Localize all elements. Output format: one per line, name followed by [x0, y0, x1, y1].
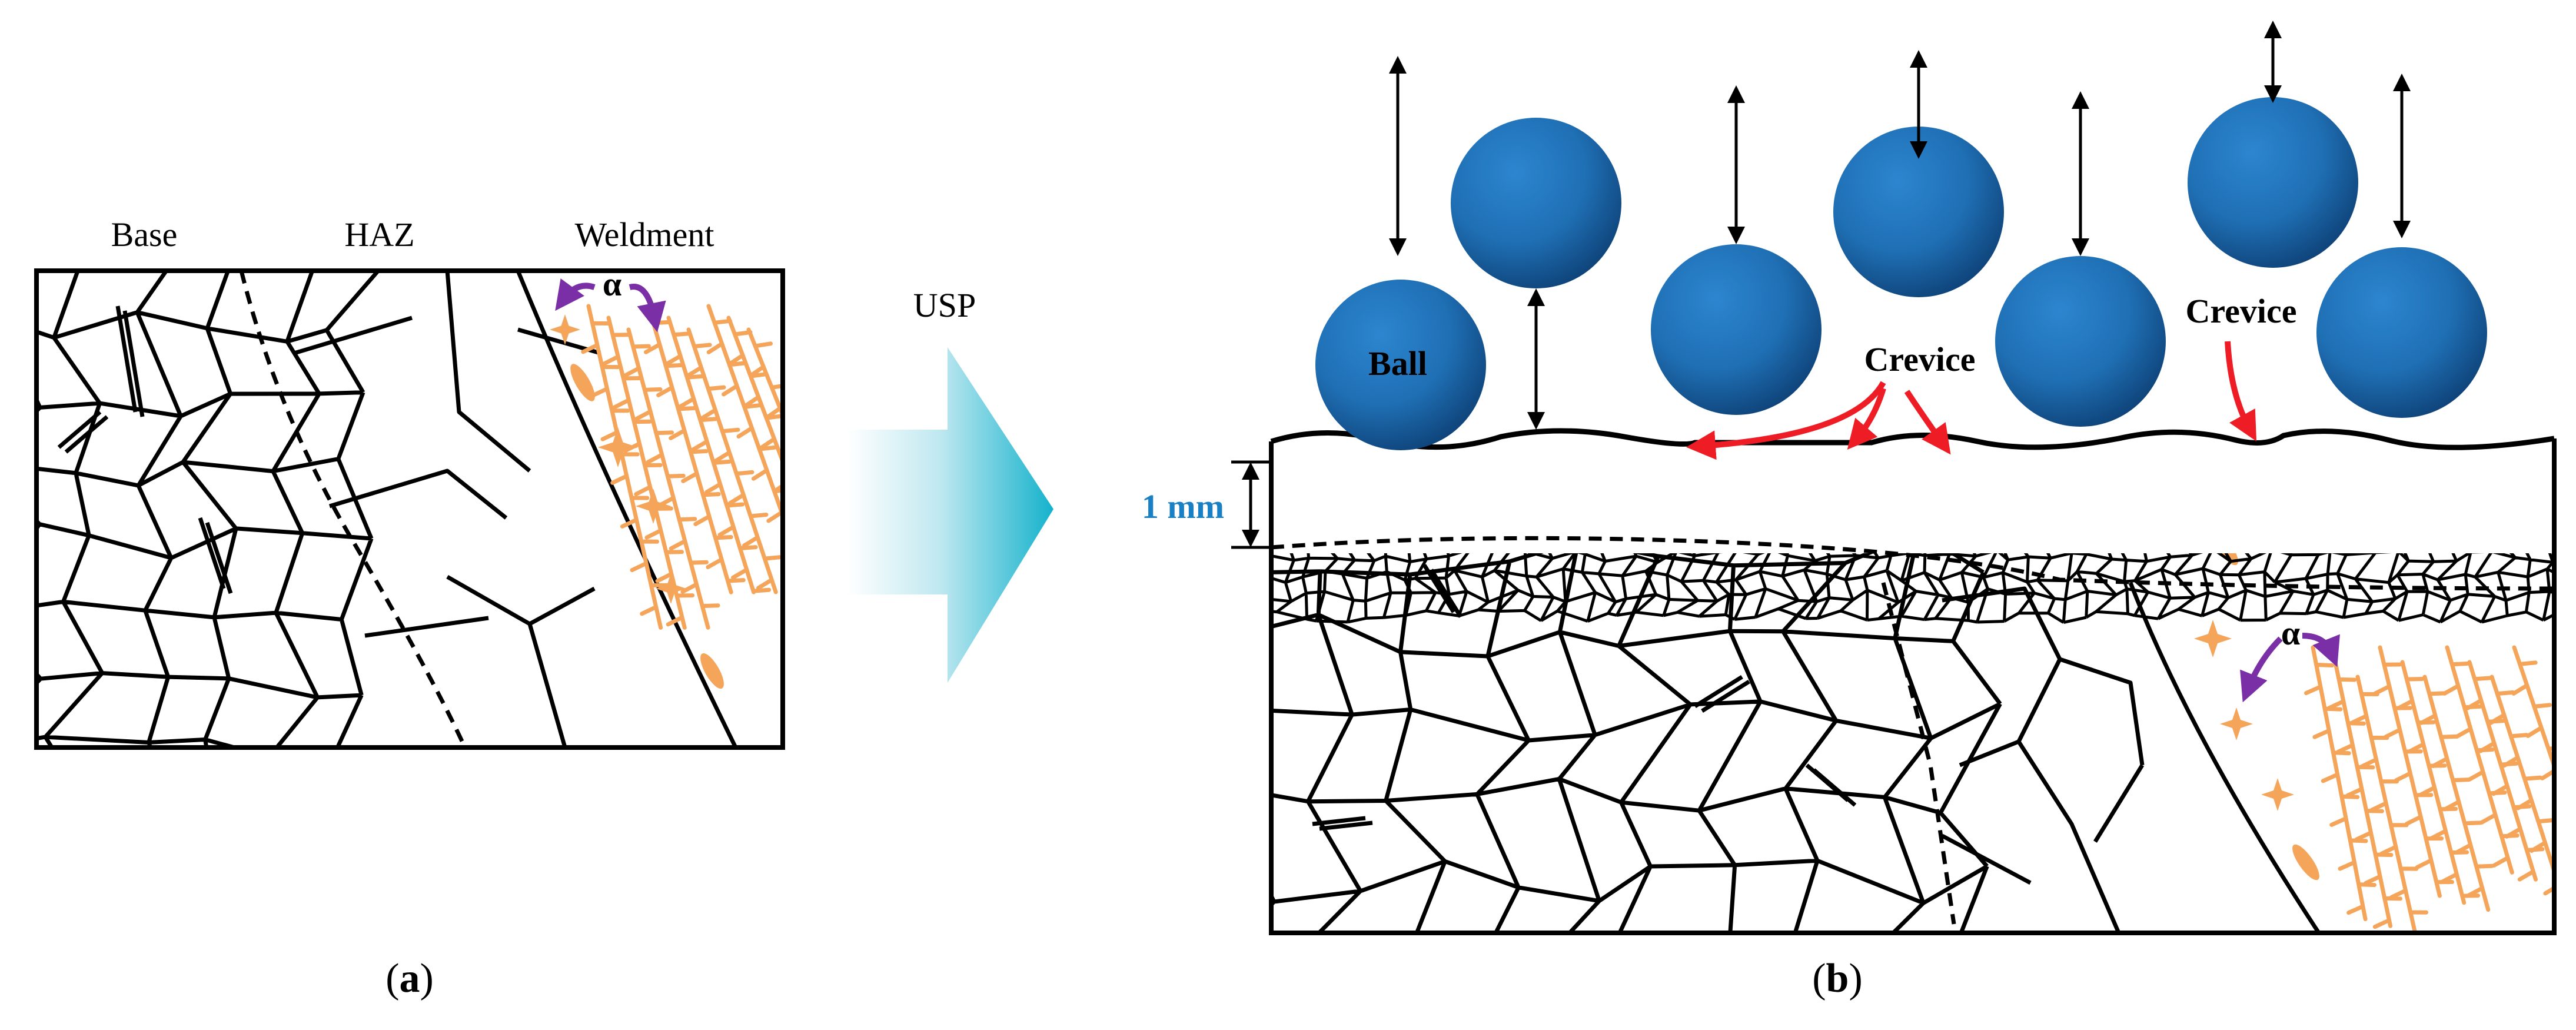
- dendrite: [2396, 660, 2480, 905]
- nano-grain: [1271, 553, 2554, 624]
- twin-line: [1319, 820, 1373, 831]
- caption-a: (a): [385, 956, 434, 1001]
- dendrite: [2511, 645, 2554, 780]
- shot-ball: [1315, 280, 1486, 450]
- caption-b: (b): [1812, 956, 1863, 1001]
- microstructure-b: [1271, 478, 2554, 933]
- crevice-arrow: [1904, 390, 1951, 455]
- layer-boundary: [1271, 536, 2555, 591]
- shot-ball: [1451, 118, 1621, 288]
- panel-b-frame: [1269, 438, 2557, 935]
- crevice-arrow: [1686, 381, 1886, 460]
- crevice-label-2: Crevice: [2186, 292, 2297, 330]
- dendrite: [2350, 675, 2428, 933]
- precipitate-leaf: [2211, 553, 2238, 566]
- twin-line: [57, 410, 102, 449]
- twin-line: [1701, 680, 1750, 713]
- twin-line: [1422, 564, 1455, 613]
- precipitate-leaf: [2292, 844, 2319, 881]
- dendrite-group-a: [550, 304, 783, 689]
- precipitate-star: [2194, 620, 2232, 657]
- dendrite: [664, 315, 772, 594]
- label-haz: HAZ: [344, 215, 414, 254]
- base-grain: [1271, 553, 2002, 933]
- twin-line: [198, 517, 226, 590]
- shot-ball: [1651, 244, 1822, 415]
- haz-boundary-a: [239, 271, 467, 747]
- shot-ball: [1995, 256, 2166, 427]
- twin-line: [1312, 816, 1366, 826]
- dendrite: [2419, 675, 2494, 912]
- dendrite: [623, 327, 720, 630]
- precipitate-leaf: [700, 653, 724, 689]
- grain-network-a: [36, 271, 738, 747]
- twin-line: [1812, 768, 1857, 807]
- dendrite: [726, 315, 783, 492]
- weld-fusion-line: [2128, 582, 2321, 933]
- curved-arrow-icon: [2302, 633, 2340, 667]
- depth-marker: 1 mm: [1142, 460, 1271, 549]
- twin-line: [122, 310, 145, 417]
- dendrite: [581, 304, 669, 630]
- precipitate-star: [550, 314, 580, 345]
- curved-arrow-icon: [2240, 636, 2283, 703]
- label-weldment: Weldment: [575, 215, 714, 254]
- grain-network-b: [1271, 553, 2321, 933]
- usp-process-arrow: USP: [847, 286, 1053, 683]
- crevice-arrow: [2225, 341, 2257, 441]
- caption-a-letter: a: [400, 956, 420, 1001]
- precipitate-star: [656, 573, 686, 604]
- precipitate-star: [636, 489, 671, 524]
- base-grain: [36, 271, 381, 747]
- deformed-surface: [1270, 428, 2555, 450]
- precipitate-leaf: [2335, 478, 2372, 523]
- curved-arrow-icon: [555, 278, 596, 311]
- shot-ball: [1833, 127, 2004, 297]
- usp-label: USP: [913, 286, 976, 324]
- haz-grain: [1941, 586, 2145, 933]
- dendrite: [2442, 645, 2520, 875]
- ball-label: Ball: [1368, 344, 1427, 383]
- panel-a: Base HAZ Weldment α (a): [34, 215, 785, 1001]
- precipitate-star: [2220, 707, 2253, 740]
- precipitate-star: [2261, 778, 2294, 811]
- twin-line: [115, 305, 138, 413]
- dendrite: [746, 327, 783, 461]
- dendrite: [2488, 675, 2554, 896]
- dendrite: [2373, 645, 2454, 898]
- haz-grain: [293, 271, 601, 747]
- dendrite: [686, 327, 783, 594]
- precipitate-leaf: [570, 364, 595, 401]
- microstructure-a: [36, 271, 783, 747]
- curved-arrow-icon: [629, 284, 666, 333]
- twin-line: [1694, 675, 1743, 708]
- alpha-label-b: α: [2281, 614, 2300, 652]
- weld-fusion-line: [516, 271, 738, 747]
- label-base: Base: [111, 215, 178, 254]
- precipitate-star: [598, 427, 638, 467]
- dendrite-group-b: [2092, 478, 2554, 933]
- crevice-label-1: Crevice: [1864, 340, 1976, 378]
- usp-arrow-shape: [847, 347, 1053, 683]
- panel-a-frame: [34, 268, 785, 750]
- shot-ball: [2188, 97, 2358, 268]
- shot-balls: [1315, 21, 2487, 450]
- panel-b: 1 mm Ball Crevice Crevice α (b): [1142, 21, 2557, 1001]
- precipitate-star: [2092, 506, 2128, 541]
- dendrite: [706, 304, 783, 565]
- alpha-label-a: α: [603, 265, 621, 303]
- depth-label: 1 mm: [1142, 487, 1224, 526]
- nanocrystalline-layer: [1271, 553, 2554, 624]
- twin-line: [205, 521, 233, 594]
- caption-b-letter: b: [1826, 956, 1849, 1001]
- twin-line: [64, 415, 109, 454]
- crevice-arrow: [1847, 387, 1886, 450]
- shot-ball: [2316, 247, 2487, 418]
